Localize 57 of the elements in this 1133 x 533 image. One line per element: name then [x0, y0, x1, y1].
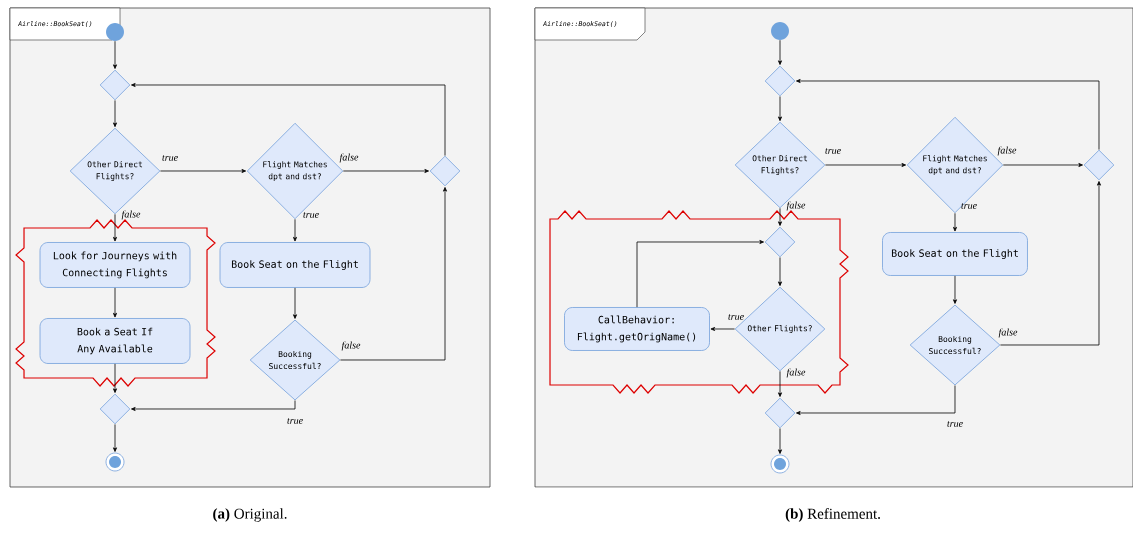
action-box: Book Seat on the Flight: [219, 242, 371, 288]
action-box: Book a Seat If Any Available: [39, 318, 191, 364]
caption: (b) Refinement.: [785, 508, 880, 522]
arrow: [1000, 181, 1101, 346]
arrow: [293, 287, 297, 319]
arrow: [113, 213, 117, 242]
edge-label: true: [162, 155, 178, 161]
merge-diamond: [99, 69, 131, 101]
arrow: [796, 79, 1100, 150]
action-box: Book Seat on the Flight: [882, 232, 1028, 276]
arrow: [953, 212, 957, 232]
arrow: [710, 327, 735, 331]
arrow: [131, 400, 296, 411]
arrow: [778, 257, 782, 287]
final-node: [770, 454, 790, 474]
merge-diamond: [99, 393, 131, 425]
arrow: [160, 169, 247, 173]
initial-node: [771, 22, 789, 40]
arrow: [778, 428, 782, 454]
arrow: [340, 187, 447, 361]
edge-label: true: [825, 148, 841, 154]
arrow: [342, 169, 429, 173]
arrow: [1002, 163, 1083, 167]
edge-label: true: [287, 418, 303, 424]
arrow: [778, 96, 782, 122]
merge-diamond: [1083, 149, 1115, 181]
initial-node: [106, 23, 124, 41]
merge-diamond: [764, 65, 796, 97]
arrow: [953, 275, 957, 304]
arrow: [778, 370, 782, 397]
arrow: [796, 385, 956, 415]
edge-label: false: [341, 341, 361, 351]
merge-diamond: [429, 155, 461, 187]
arrow: [778, 207, 782, 226]
arrow: [113, 287, 117, 318]
arrow: [113, 100, 117, 128]
caption: (a) Original.: [213, 508, 287, 522]
merge-diamond: [764, 397, 796, 429]
arrow: [778, 39, 782, 65]
action-box: CallBehavior: Flight.getOrigName(): [564, 307, 710, 351]
arrow: [113, 40, 117, 69]
final-node: [105, 452, 125, 472]
arrow: [636, 240, 764, 308]
edge-label: true: [961, 203, 977, 209]
edge-label: true: [947, 421, 963, 427]
arrow: [113, 424, 117, 452]
edge-label: false: [998, 328, 1018, 338]
edge-label: false: [786, 201, 806, 211]
action-box: Look for Journeys with Connecting Flights: [39, 242, 191, 288]
interruptible-region: [15, 219, 216, 387]
arrow: [825, 163, 907, 167]
merge-diamond: [764, 226, 796, 258]
edge-label: true: [303, 212, 319, 218]
interruptible-region: [549, 210, 849, 394]
arrow: [293, 218, 297, 242]
arrow: [131, 83, 446, 156]
arrow: [113, 363, 117, 393]
